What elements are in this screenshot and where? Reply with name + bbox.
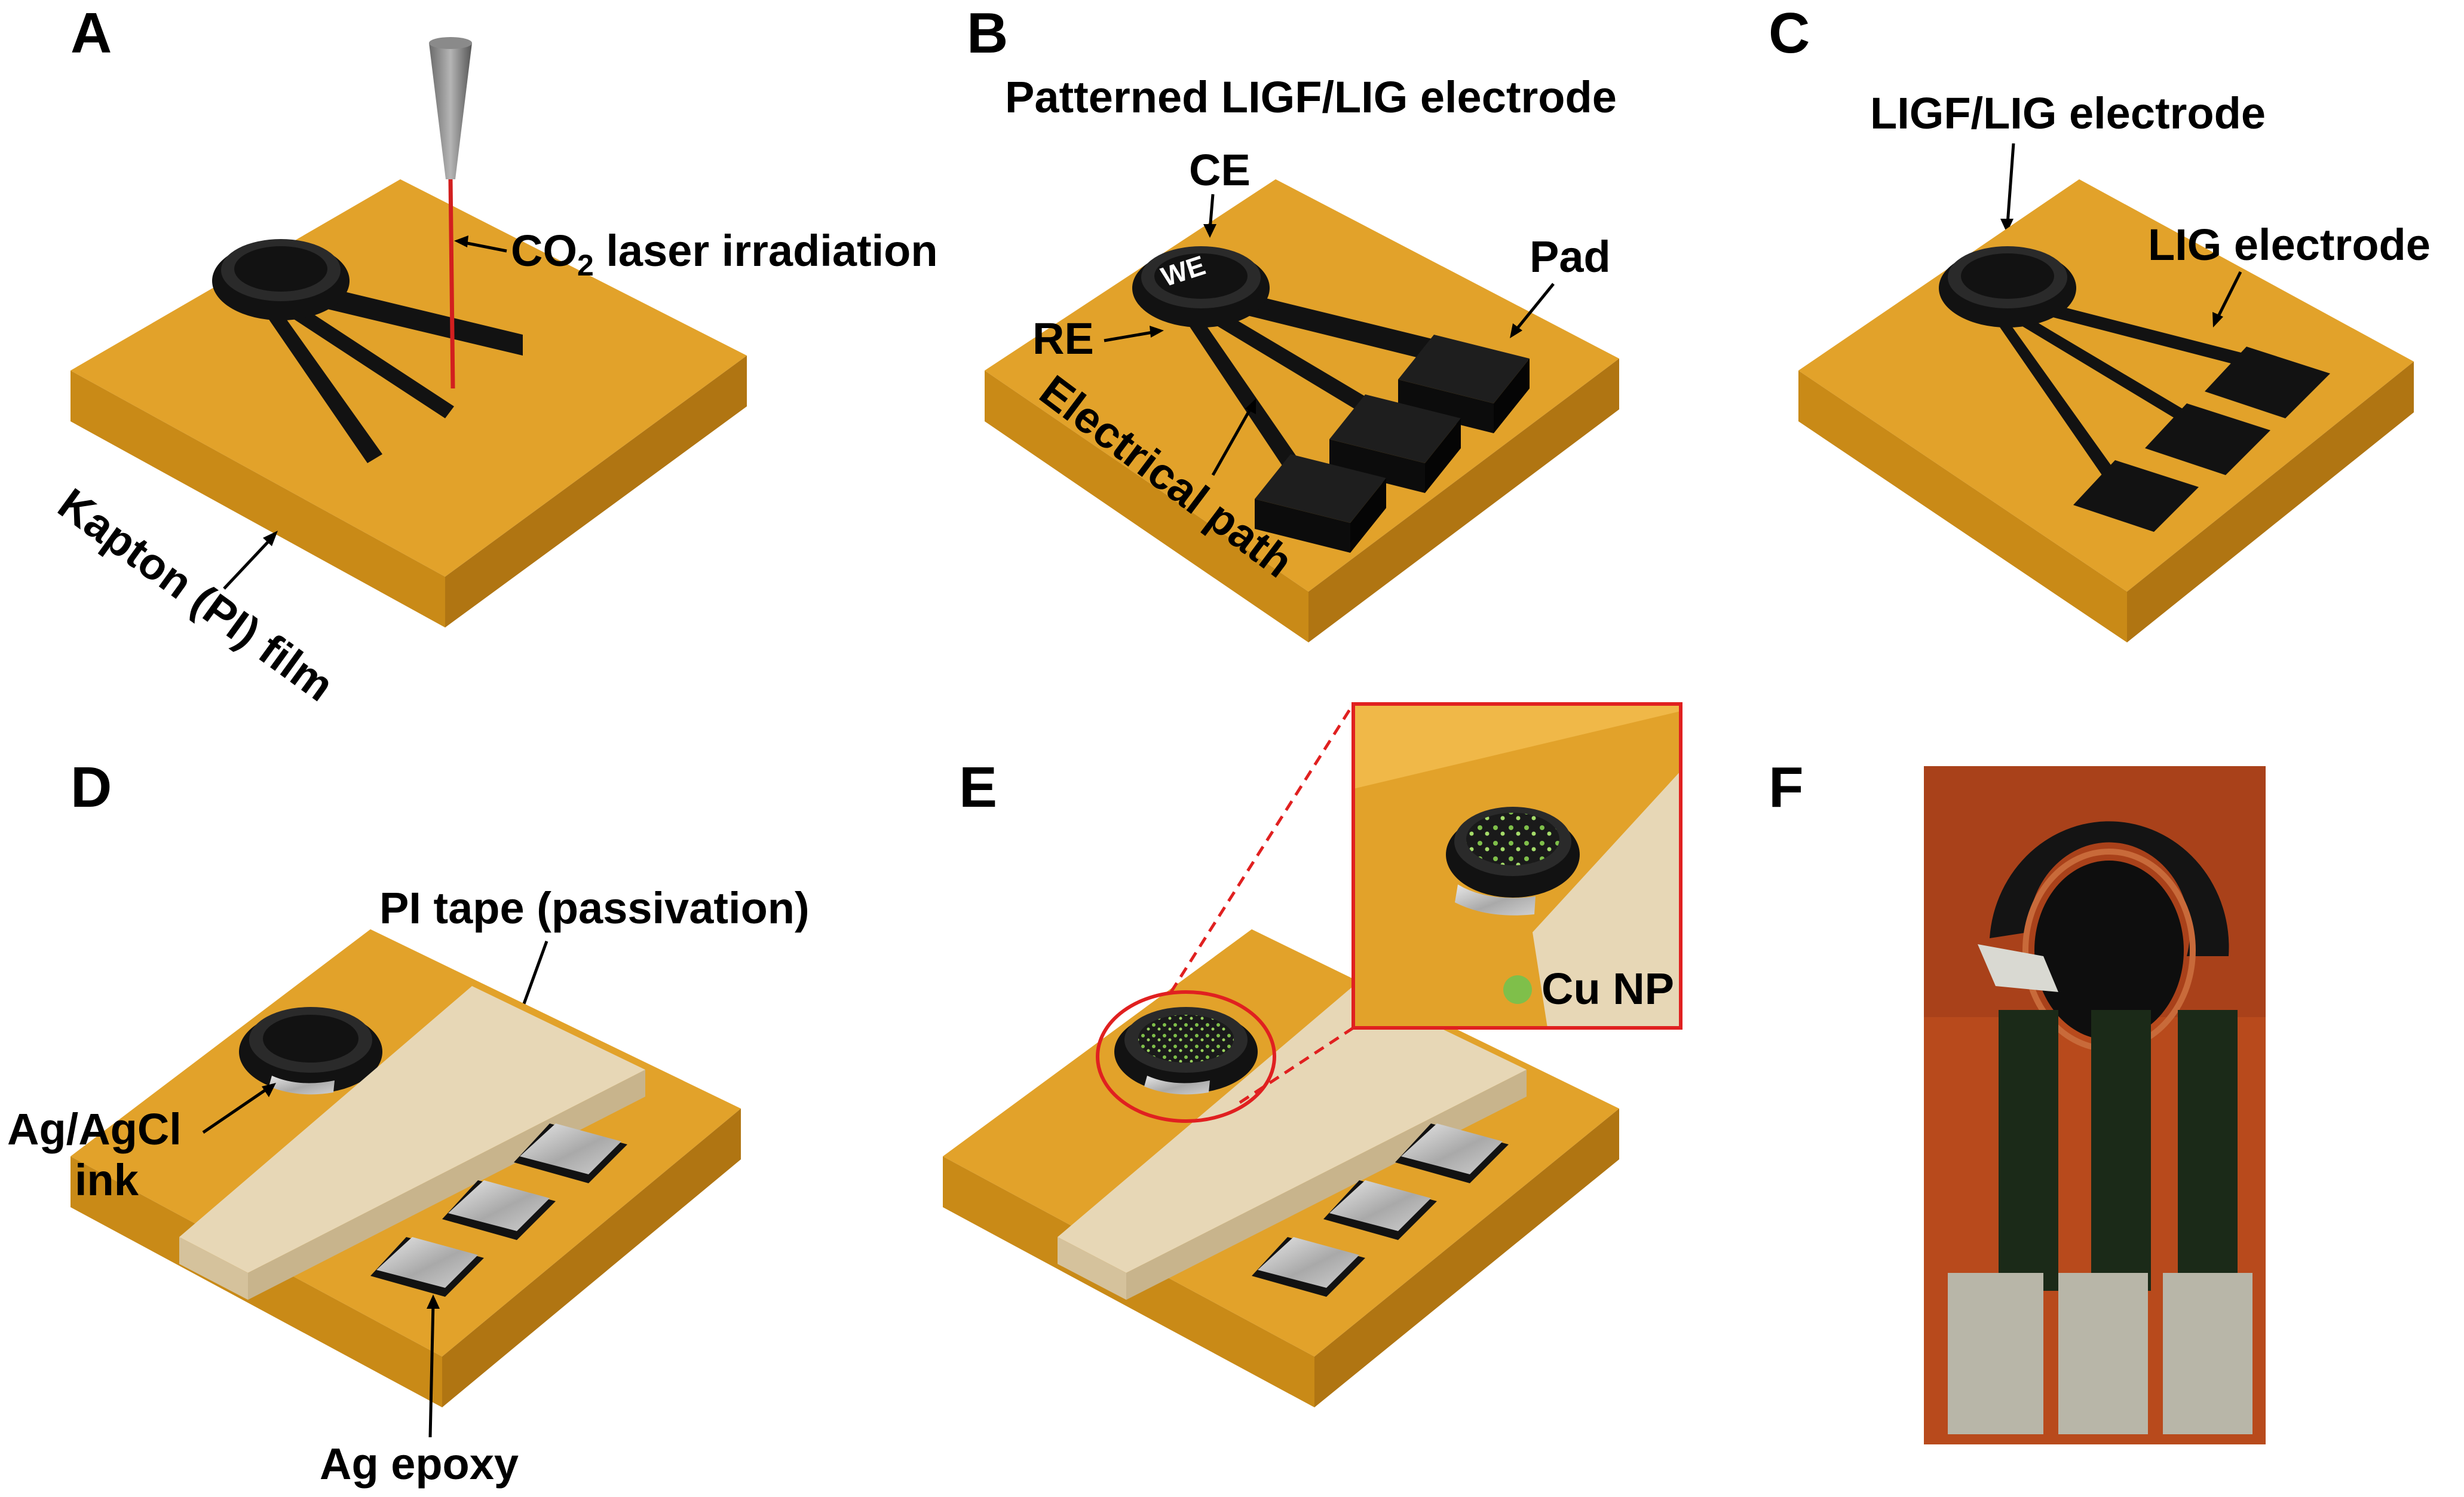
pi-tape (179, 986, 645, 1300)
panel-d: D PI tape (passivation) (7, 755, 810, 1489)
panel-b-title: Patterned LIGF/LIG electrode (1005, 72, 1617, 122)
zoom-line-bottom (1239, 1026, 1354, 1104)
panel-a-letter: A (71, 1, 112, 65)
lig-label: LIG electrode (2148, 220, 2431, 270)
ligf-arrow (2006, 143, 2015, 225)
pad-label: Pad (1530, 232, 1611, 281)
ag-epoxy-pad (514, 1123, 627, 1183)
ce-label: CE (1189, 145, 1251, 195)
zoom-line-top (1169, 703, 1355, 993)
electrode-top (239, 1007, 382, 1095)
panel-e: E Cu (943, 702, 1682, 1407)
ink-label-line2: ink (75, 1155, 139, 1205)
ink-arrow (202, 1086, 270, 1134)
lig-electrode-full (1132, 246, 1530, 553)
tape-label: PI tape (passivation) (379, 883, 810, 933)
laser-arrow (461, 240, 507, 253)
path-arrow (1211, 405, 1254, 476)
panel-f-letter: F (1769, 755, 1804, 819)
panel-c: C LIGF/LIG electrode LIG electrode (1769, 1, 2431, 642)
zoom-circle (1096, 990, 1276, 1123)
lig-arrow (2215, 271, 2242, 321)
panel-e-letter: E (959, 755, 997, 819)
ligf-label: LIGF/LIG electrode (1870, 88, 2266, 138)
ag-epoxy-pads (370, 1123, 627, 1297)
cu-np-label: Cu NP (1541, 964, 1674, 1014)
panel-c-letter: C (1769, 1, 1810, 65)
panel-f: F (1769, 755, 2266, 1444)
lig-traces-flat (1939, 246, 2330, 532)
lig-electrode-partial (212, 239, 523, 463)
zoom-inset: Cu NP (1351, 702, 1682, 1030)
re-label: RE (1032, 314, 1094, 363)
epoxy-arrow (428, 1302, 435, 1438)
laser-label: CO2 laser irradiation (511, 226, 938, 282)
re-arrow (1104, 330, 1157, 342)
ag-epoxy-pad (1395, 1123, 1509, 1183)
ag-epoxy-pad (370, 1237, 484, 1297)
contact-pad (1398, 335, 1530, 433)
laser-beam (448, 179, 455, 389)
ag-epoxy-pads (1252, 1123, 1509, 1297)
ag-epoxy-pad (1323, 1180, 1437, 1240)
contact-pad (1255, 454, 1386, 553)
device-photo (1924, 766, 2266, 1444)
film-arrow (223, 537, 273, 590)
pad-arrow (1513, 283, 1555, 333)
panel-a: A CO2 laser irradiation Kapton (PI) film (50, 1, 938, 711)
panel-b: B Patterned LIGF/LIG electrode (967, 1, 1619, 642)
panel-b-letter: B (967, 1, 1008, 65)
ink-label-line1: Ag/AgCl (7, 1104, 182, 1154)
laser-nozzle-icon (429, 37, 472, 179)
ag-epoxy-pad (442, 1180, 556, 1240)
epoxy-label: Ag epoxy (320, 1439, 519, 1489)
contact-pad (1329, 394, 1461, 493)
cu-np-legend-dot (1503, 975, 1532, 1004)
electrode-with-cu (1114, 1007, 1258, 1095)
panel-d-letter: D (71, 755, 112, 819)
ag-epoxy-pad (1252, 1237, 1365, 1297)
pi-tape (1058, 986, 1527, 1300)
